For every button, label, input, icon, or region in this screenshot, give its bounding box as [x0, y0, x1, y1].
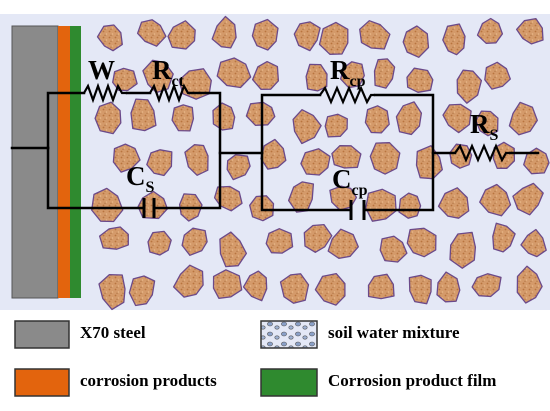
soil-particle — [408, 274, 432, 305]
soil-particles — [91, 15, 550, 311]
soil-particle — [251, 18, 279, 51]
legend-swatch-soil — [260, 320, 318, 349]
soil-particle — [373, 58, 396, 89]
soil-particle — [318, 21, 349, 55]
soil-particle — [212, 269, 243, 299]
soil-particle — [406, 227, 437, 258]
soil-particle — [94, 101, 122, 135]
soil-particle — [305, 63, 328, 92]
soil-particle — [219, 231, 248, 268]
soil-particle — [331, 145, 362, 169]
soil-particle — [379, 235, 408, 263]
soil-particle — [520, 228, 547, 258]
cs-capacitor-plates — [142, 198, 156, 218]
rcp-label: Rcp — [330, 55, 366, 90]
soil-particle — [167, 20, 196, 50]
x70-steel-layer — [11, 25, 59, 299]
soil-particle — [515, 17, 544, 45]
soil-particle — [339, 61, 365, 89]
warburg-element-zigzag — [83, 82, 127, 104]
soil-particle — [136, 19, 167, 47]
soil-particle — [367, 273, 395, 300]
soil-particle — [128, 275, 156, 307]
soil-particle — [300, 148, 331, 176]
soil-particle — [456, 69, 483, 104]
legend-swatch-corrosion-products — [14, 368, 70, 397]
rcp-resistor-zigzag — [319, 85, 375, 105]
ccp-capacitor-plates — [349, 200, 366, 220]
circuit-wires — [10, 91, 540, 212]
soil-particle — [406, 67, 434, 93]
soil-particle — [324, 113, 348, 138]
rs-label: RS — [470, 109, 499, 144]
soil-particle — [242, 270, 268, 302]
soil-particle — [226, 154, 251, 181]
soil-particle — [476, 17, 504, 44]
soil-particle — [442, 23, 466, 56]
legend-swatch-corrosion-film — [260, 368, 318, 397]
soil-particle — [96, 24, 123, 52]
soil-particle — [364, 105, 390, 134]
corrosion-products-layer — [58, 26, 70, 298]
soil-particle — [142, 59, 174, 94]
soil-particle — [314, 272, 346, 306]
soil-particle — [184, 144, 209, 176]
soil-particle — [369, 142, 401, 175]
legend-label-corrosion-products: corrosion products — [80, 371, 217, 390]
soil-particle — [327, 228, 359, 260]
soil-particle — [279, 273, 310, 304]
ccp-label: Ccp — [332, 164, 368, 199]
legend-label-steel: X70 steel — [80, 323, 146, 342]
soil-particle — [492, 222, 516, 253]
corrosion-film-layer — [70, 26, 81, 298]
soil-particle — [130, 98, 157, 132]
soil-particle — [436, 271, 461, 303]
soil-particle — [449, 231, 477, 269]
soil-particle — [211, 15, 237, 49]
soil-particle — [516, 265, 543, 304]
legend-label-corrosion-film: Corrosion product film — [328, 371, 497, 390]
rct-resistor-zigzag — [149, 82, 190, 104]
cs-label: CS — [126, 161, 155, 196]
soil-particle — [112, 143, 141, 173]
soil-particle — [395, 101, 423, 136]
soil-particle — [442, 103, 472, 134]
rs-resistor-zigzag — [454, 143, 510, 163]
soil-particle — [212, 102, 236, 131]
soil-particle — [98, 273, 126, 311]
soil-particle — [512, 182, 544, 216]
soil-particle — [251, 60, 280, 90]
soil-particle — [484, 61, 511, 90]
soil-particle — [293, 21, 321, 52]
soil-particle — [213, 185, 243, 212]
soil-particle — [292, 109, 322, 145]
soil-particle — [147, 230, 172, 256]
soil-particle — [181, 227, 208, 256]
warburg-label: W — [88, 55, 115, 85]
soil-particle — [172, 264, 204, 298]
soil-particle — [216, 57, 252, 89]
soil-particle — [508, 101, 538, 136]
soil-particle — [265, 228, 294, 254]
soil-particle — [98, 226, 129, 250]
soil-particle — [303, 223, 333, 253]
soil-particle — [475, 110, 499, 137]
rct-label: Rct — [152, 55, 185, 90]
soil-particle — [471, 273, 502, 298]
legend-swatch-steel — [14, 320, 70, 349]
soil-particle — [359, 20, 391, 50]
soil-particle — [112, 67, 138, 92]
soil-particle — [402, 25, 430, 58]
soil-particle — [146, 149, 173, 177]
soil-particle — [479, 183, 512, 217]
legend-label-soil: soil water mixture — [328, 323, 460, 342]
soil-particle — [245, 101, 276, 126]
soil-particle — [437, 187, 470, 219]
soil-particle — [171, 104, 195, 132]
soil-particle — [365, 188, 397, 222]
